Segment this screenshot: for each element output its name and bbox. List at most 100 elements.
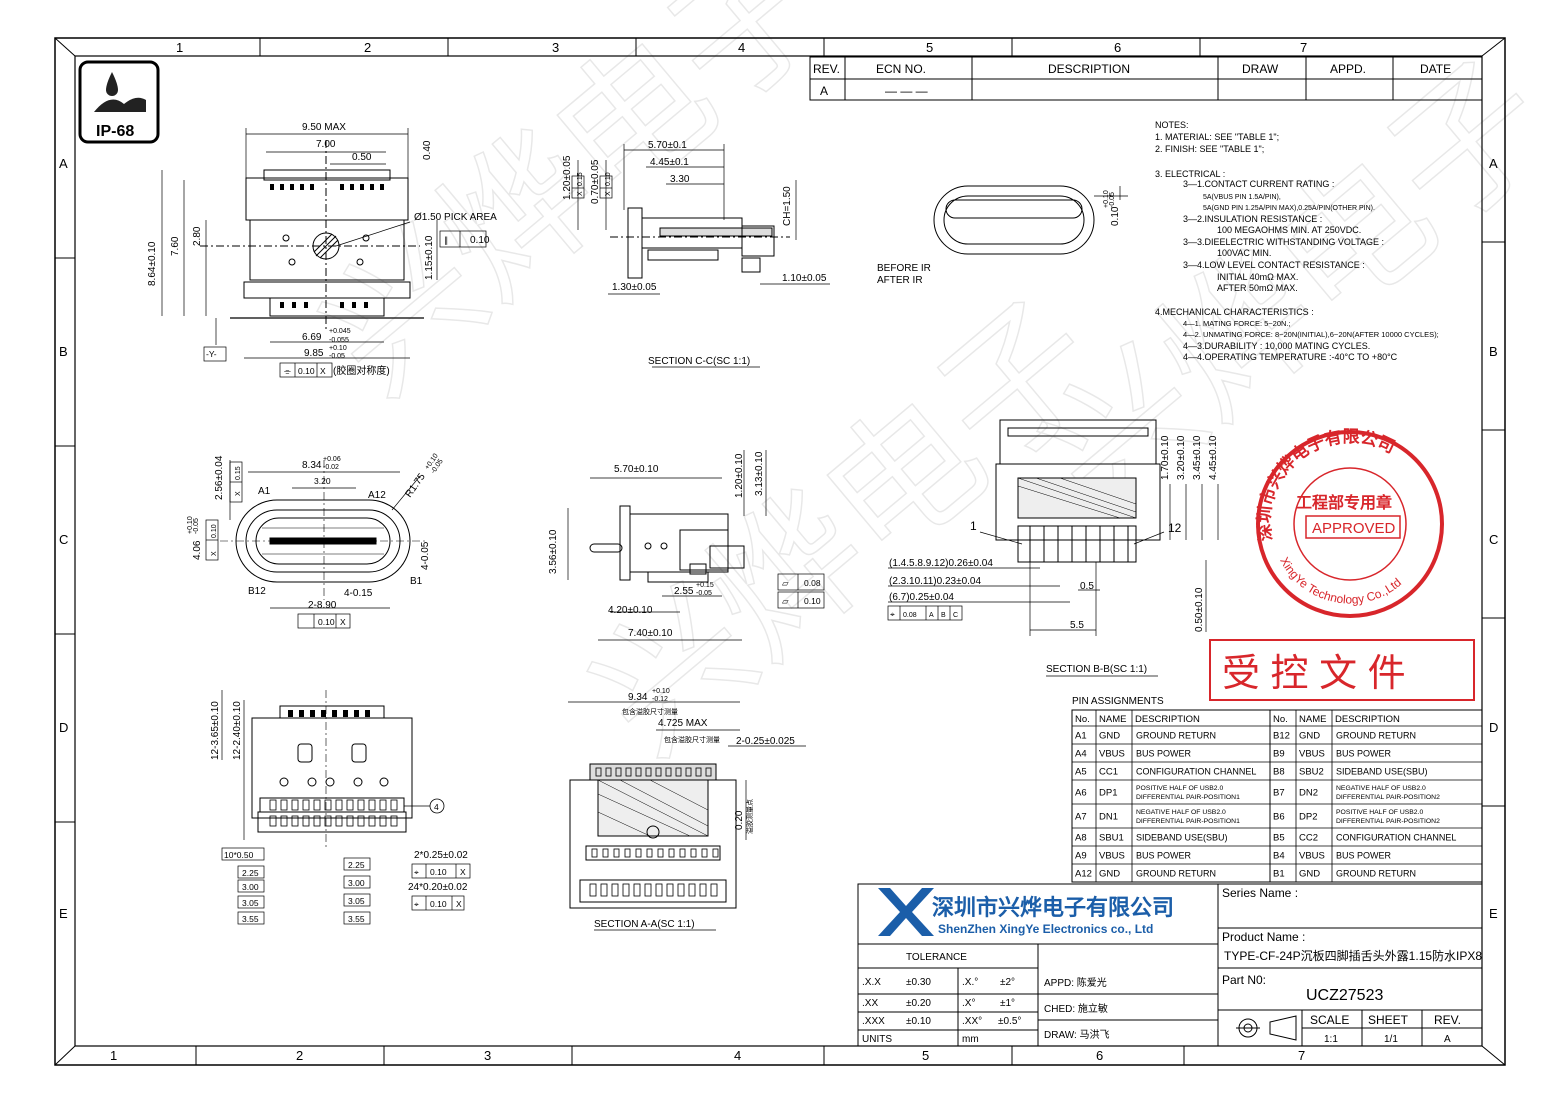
contact <box>675 767 682 777</box>
dim-text: 4.06 <box>192 540 203 560</box>
pin-number: B9 <box>1273 749 1285 760</box>
zone-left-d: D <box>59 720 68 735</box>
draw-header: DRAW <box>1242 62 1279 76</box>
ip68-badge: IP-68 <box>78 60 160 144</box>
zone-bottom-4: 4 <box>734 1048 741 1063</box>
part-label: Part N0: <box>1222 973 1266 987</box>
pin-description: CONFIGURATION CHANNEL <box>1136 767 1256 777</box>
dim-text: (2.3.10.11)0.23±0.04 <box>889 576 981 587</box>
dim-text: X <box>456 899 462 909</box>
dim-tol: -0.02 <box>323 464 339 471</box>
note-line: 3—2.INSULATION RESISTANCE : <box>1183 214 1322 224</box>
tol-cell: ±0.20 <box>906 998 931 1009</box>
zone-bottom-6: 6 <box>1096 1048 1103 1063</box>
note-line: 3—3.DIEELECTRIC WITHSTANDING VOLTAGE : <box>1183 237 1384 247</box>
ip-rating-label: IP-68 <box>96 123 134 140</box>
contact <box>685 767 692 777</box>
ir-view <box>933 185 1128 255</box>
dim-text: 1.20±0.05 <box>562 155 573 200</box>
pin-description: BUS POWER <box>1136 749 1192 759</box>
series-label: Series Name : <box>1222 886 1298 900</box>
dim-text: CH=1.50 <box>782 186 793 226</box>
pin-number: B1 <box>1273 869 1285 880</box>
zone-right-a: A <box>1489 156 1498 171</box>
pin-name: DP1 <box>1099 788 1117 799</box>
scale-label: SCALE <box>1310 1013 1349 1027</box>
parallel-icon: ∥ <box>444 235 448 245</box>
pin-name: DN2 <box>1299 788 1318 799</box>
dim-text: 4.45±0.10 <box>1208 435 1219 480</box>
contact <box>688 883 696 897</box>
dim-tol: -0.05 <box>329 353 345 360</box>
smt-pin <box>291 799 299 811</box>
pin-number: A12 <box>1075 869 1092 880</box>
datum-b: B <box>941 612 946 619</box>
date-header: DATE <box>1420 62 1451 76</box>
pin-name: CC1 <box>1099 767 1118 778</box>
dim-text: 2-8.90 <box>308 600 337 611</box>
section-aa-view <box>568 701 806 931</box>
section-aa-title: SECTION A-A(SC 1:1) <box>594 919 695 930</box>
pin-number: B7 <box>1273 788 1285 799</box>
pin-header: No. <box>1075 714 1090 725</box>
pin-name: SBU1 <box>1099 833 1124 844</box>
contact <box>657 848 664 858</box>
dim-note: 包含溢胶尺寸测量 <box>664 735 720 744</box>
notes-block: NOTES:1. MATERIAL: SEE "TABLE 1";2. FINI… <box>1155 120 1439 362</box>
dim-text: 3.20±0.10 <box>1176 435 1187 480</box>
dim-tol: -0.12 <box>652 696 668 703</box>
bottom-view <box>221 690 471 925</box>
note-line: INITIAL 40mΩ MAX. <box>1217 272 1298 282</box>
dim-text: 3.13±0.10 <box>754 451 765 496</box>
contact <box>646 848 653 858</box>
position-icon: ⌖ <box>414 867 419 877</box>
smt-pin <box>335 799 343 811</box>
pin-number: A5 <box>1075 767 1087 778</box>
dim-text: 0.10 <box>804 596 821 606</box>
dim-text: 0.10 <box>1110 206 1121 226</box>
pin-description: BUS POWER <box>1136 851 1192 861</box>
dim-text: 12-3.65±0.10 <box>210 701 221 760</box>
company-name-en: ShenZhen XingYe Electronics co., Ltd <box>938 922 1153 936</box>
pin-header: NAME <box>1099 714 1126 725</box>
zone-dividers <box>55 38 1505 1065</box>
dim-text: 0.10 <box>430 867 447 877</box>
dim-text: 0.20 <box>734 810 745 830</box>
units-label: UNITS <box>862 1034 892 1045</box>
datum-c: C <box>953 612 958 619</box>
zone-top-7: 7 <box>1300 40 1307 55</box>
contact <box>613 848 620 858</box>
contact <box>615 767 622 777</box>
tol-cell: ±1° <box>1000 998 1015 1009</box>
dim-text: 7.40±0.10 <box>628 628 673 639</box>
ecn-header: ECN NO. <box>876 62 926 76</box>
dim-text: 1.15±0.10 <box>424 235 435 280</box>
tol-cell: .X.° <box>962 977 978 988</box>
rev-value: A <box>1444 1034 1451 1045</box>
pin-header: No. <box>1273 714 1288 725</box>
contact <box>605 767 612 777</box>
dim-text: 10*0.50 <box>224 850 254 860</box>
ched-field: CHED: 施立敏 <box>1044 1002 1108 1015</box>
stamp-approved: APPROVED <box>1312 520 1396 537</box>
zone-top-2: 2 <box>364 40 371 55</box>
zone-bottom-1: 1 <box>110 1048 117 1063</box>
pin-name: VBUS <box>1299 851 1325 862</box>
draw-field: DRAW: 马洪飞 <box>1044 1029 1110 1041</box>
pin-description: SIDEBAND USE(SBU) <box>1336 767 1428 777</box>
dim-tol: +0.06 <box>323 456 341 463</box>
dim-text: 2.56±0.04 <box>214 455 225 500</box>
dim-note: 包含溢胶尺寸测量 <box>622 707 678 716</box>
scale-value: 1:1 <box>1324 1034 1338 1045</box>
tol-cell: ±0.10 <box>906 1016 931 1027</box>
pin-description: DIFFERENTIAL PAIR-POSITION1 <box>1136 794 1240 801</box>
zone-right-b: B <box>1489 344 1498 359</box>
sheet-label: SHEET <box>1368 1013 1409 1027</box>
flatness-icon: ▱ <box>782 596 789 606</box>
pin-name: GND <box>1299 731 1320 742</box>
dim-text: 3.00 <box>242 882 259 892</box>
contact <box>665 767 672 777</box>
dim-text: 2.55 <box>674 586 694 597</box>
top-view-dim-text: 9.50 MAX 7.00 0.50 0.40 Ø1.50 PICK AREA … <box>147 122 497 377</box>
